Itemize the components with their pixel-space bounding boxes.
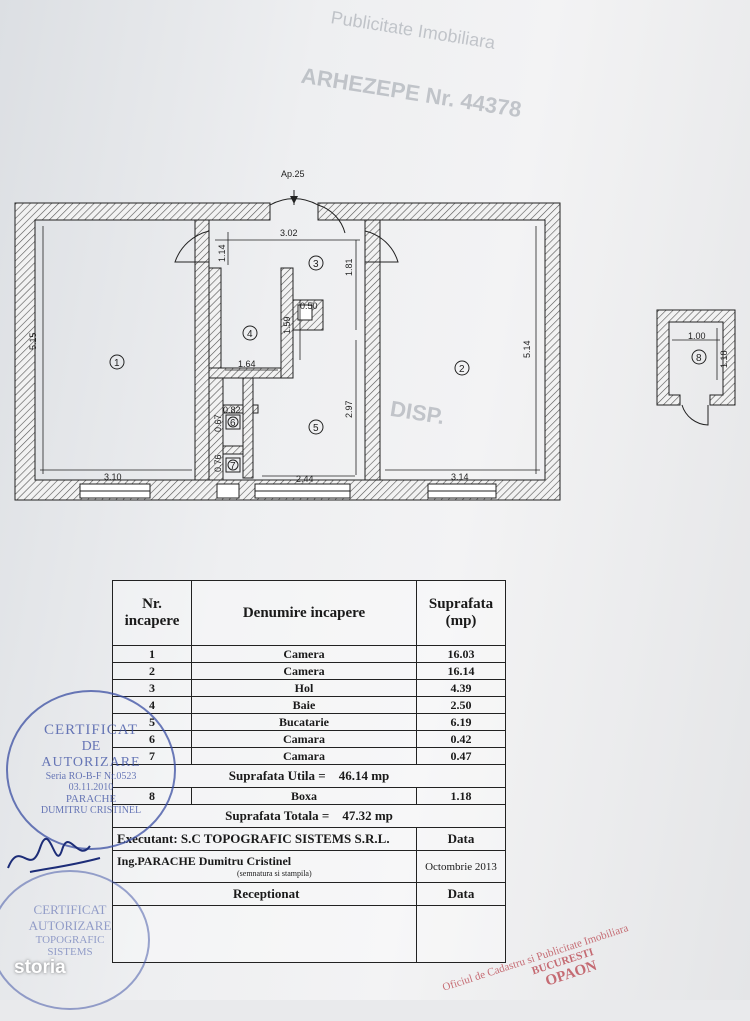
pantry-wall bbox=[222, 445, 244, 455]
total-label: Suprafata Totala = bbox=[225, 808, 330, 823]
stamp-line: AUTORIZARE bbox=[28, 918, 112, 933]
dim-label: 2.44 bbox=[296, 474, 314, 484]
dim-label: 1.81 bbox=[344, 258, 354, 276]
stamp-name: DUMITRU CRISTINEL bbox=[40, 805, 142, 816]
header-name: Denumire incapere bbox=[191, 580, 417, 646]
dim-label: 1.64 bbox=[238, 359, 256, 369]
interior-wall bbox=[364, 219, 381, 481]
svg-text:4: 4 bbox=[247, 329, 253, 340]
window bbox=[216, 483, 240, 499]
received: Receptionat bbox=[112, 882, 417, 906]
blank-row bbox=[112, 905, 506, 963]
svg-text:6: 6 bbox=[230, 418, 236, 429]
stamp-series: Seria RO-B-F Nr.0523 bbox=[45, 771, 137, 782]
room-number-7: 7 bbox=[225, 457, 241, 473]
date-value: Octombrie 2013 bbox=[416, 850, 506, 883]
svg-text:7: 7 bbox=[230, 461, 236, 472]
shaft-inner bbox=[297, 304, 313, 321]
dim-label: 0.67 bbox=[213, 414, 223, 432]
received-date-label: Data bbox=[416, 882, 506, 906]
stamp-date: 03.11.2010 bbox=[68, 782, 114, 793]
door-kitchen bbox=[317, 204, 346, 234]
room-number-3: 3 bbox=[308, 255, 324, 271]
room-number-1: 1 bbox=[109, 354, 125, 370]
useful-area-row: Suprafata Utila = 46.14 mp bbox=[112, 764, 506, 788]
signature bbox=[7, 838, 101, 873]
door-room2 bbox=[364, 230, 399, 263]
svg-text:5: 5 bbox=[313, 423, 319, 434]
floor-plan: 5.15 3.10 5.14 3.14 3.02 1.14 1.81 1.59 … bbox=[14, 169, 736, 501]
executant-row: Executant: S.C TOPOGRAFIC SISTEMS S.R.L.… bbox=[112, 827, 506, 851]
useful-value: 46.14 mp bbox=[338, 768, 390, 783]
bath-wall bbox=[208, 267, 222, 369]
door-room1 bbox=[174, 230, 210, 263]
stamp-line: AUTORIZARE bbox=[41, 755, 141, 770]
executant: Executant: S.C TOPOGRAFIC SISTEMS S.R.L. bbox=[112, 827, 417, 851]
useful-label: Suprafata Utila = bbox=[228, 768, 326, 783]
stamp-line: CERTIFICAT bbox=[43, 722, 139, 738]
header-area: Suprafata (mp) bbox=[416, 580, 506, 646]
svg-text:1: 1 bbox=[114, 358, 120, 369]
stamp-line: TOPOGRAFIC bbox=[35, 934, 105, 946]
dim-label: 1.18 bbox=[719, 350, 729, 368]
dim-label: 3.02 bbox=[280, 228, 298, 238]
svg-text:8: 8 bbox=[696, 353, 702, 364]
dim-label: 5.15 bbox=[28, 332, 38, 350]
room-number-5: 5 bbox=[308, 419, 324, 435]
dim-label: 0.82 bbox=[223, 405, 241, 415]
room-number-2: 2 bbox=[454, 360, 470, 376]
dim-label: 1.14 bbox=[217, 244, 227, 262]
room-number-4: 4 bbox=[242, 325, 258, 341]
total-value: 47.32 mp bbox=[342, 808, 393, 823]
dim-label: 5.14 bbox=[522, 340, 532, 358]
signature-note: (semnatura si stampila) bbox=[237, 869, 312, 878]
pantry-wall bbox=[222, 404, 259, 414]
dim-label: 3.10 bbox=[104, 472, 122, 482]
dim-label: 2.97 bbox=[344, 400, 354, 418]
bath-wall bbox=[208, 367, 290, 379]
date-label: Data bbox=[416, 827, 506, 851]
received-row: Receptionat Data bbox=[112, 882, 506, 906]
dim-label: 0.76 bbox=[213, 454, 223, 472]
engineer: Ing.PARACHE Dumitru Cristinel bbox=[117, 854, 292, 868]
apartment-label: Ap.25 bbox=[281, 169, 305, 179]
brand-logo: storia bbox=[14, 957, 66, 978]
dim-label: 1.59 bbox=[282, 316, 292, 334]
pantry-wall bbox=[208, 377, 224, 481]
box-wall bbox=[656, 309, 736, 406]
total-area-row: Suprafata Totala = 47.32 mp bbox=[112, 804, 506, 828]
company-stamp: CERTIFICAT AUTORIZARE TOPOGRAFIC SISTEMS bbox=[0, 870, 150, 1010]
interior-wall bbox=[194, 219, 210, 481]
pantry-wall bbox=[242, 377, 254, 479]
room-number-6: 6 bbox=[225, 414, 241, 430]
header-nr: Nr. incapere bbox=[112, 580, 192, 646]
stamp-line: DE bbox=[81, 739, 101, 754]
area-table: Nr. incapere Denumire incapere Suprafata… bbox=[112, 580, 506, 963]
authorization-stamp: CERTIFICAT DE AUTORIZARE Seria RO-B-F Nr… bbox=[6, 690, 176, 850]
stamp-line: CERTIFICAT bbox=[33, 902, 107, 917]
dim-label: 1.00 bbox=[688, 331, 706, 341]
svg-text:2: 2 bbox=[459, 364, 465, 375]
engineer-row: Ing.PARACHE Dumitru Cristinel (semnatura… bbox=[112, 850, 506, 883]
stamp-name: PARACHE bbox=[65, 793, 117, 805]
dim-label: 0.50 bbox=[300, 301, 318, 311]
box-door bbox=[681, 404, 709, 426]
dim-label: 3.14 bbox=[451, 472, 469, 482]
stamp-line: SISTEMS bbox=[47, 946, 93, 958]
svg-text:3: 3 bbox=[313, 259, 319, 270]
room-number-8: 8 bbox=[691, 349, 707, 365]
